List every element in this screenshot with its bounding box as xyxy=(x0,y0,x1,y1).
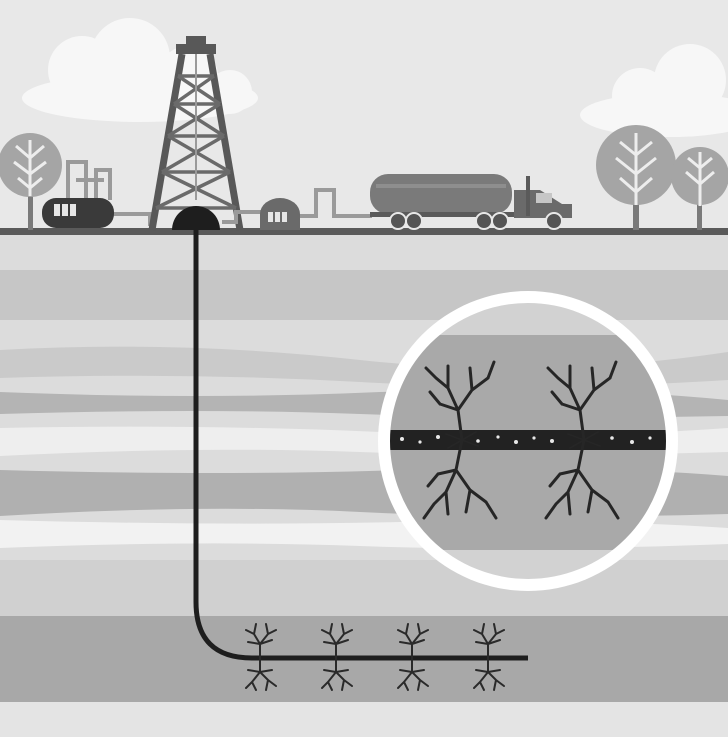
surface-pipeline xyxy=(222,188,372,224)
callout-ring xyxy=(380,293,676,589)
well-bore xyxy=(193,230,528,661)
fracture-stage-4 xyxy=(473,623,505,691)
callout-fractures xyxy=(422,360,620,520)
zoomed-wellbore xyxy=(385,430,671,450)
cloud-right xyxy=(580,44,728,137)
storage-tank xyxy=(42,198,114,228)
separator-tank xyxy=(260,198,300,230)
tree-left xyxy=(0,133,62,230)
zoom-callout xyxy=(378,291,678,591)
tree-right-large xyxy=(596,125,676,230)
tanker-truck xyxy=(370,174,572,230)
callout-fracture-right xyxy=(544,360,620,520)
fracture-stage-1 xyxy=(245,623,277,691)
fracture-stage-3 xyxy=(397,623,429,691)
callout-fracture-left xyxy=(422,360,498,520)
ground-line xyxy=(0,228,728,235)
fracture-stage-2 xyxy=(321,623,353,691)
drilling-rig xyxy=(148,36,244,231)
fracture-stages xyxy=(245,623,505,691)
tree-right-small xyxy=(671,147,728,230)
